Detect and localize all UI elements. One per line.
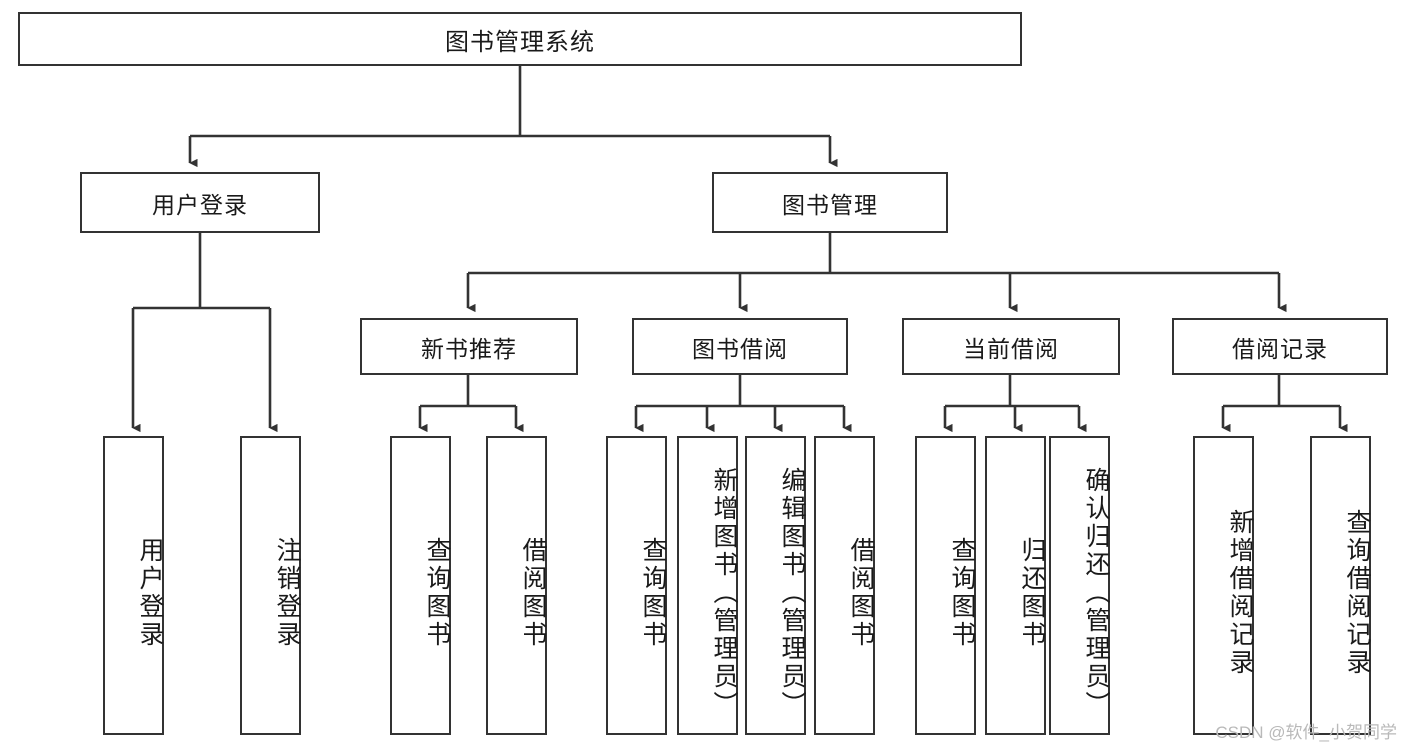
node-label: 借阅图书 bbox=[847, 536, 875, 649]
node-book-management[interactable]: 图书管理 bbox=[712, 172, 948, 233]
leaf-book-borrow-borrow[interactable]: 借阅图书 bbox=[814, 436, 875, 735]
node-label: 确认归还（管理员） bbox=[1082, 466, 1110, 719]
node-new-book-recommend[interactable]: 新书推荐 bbox=[360, 318, 578, 375]
node-label: 归还图书 bbox=[1018, 536, 1046, 649]
node-label: 编辑图书（管理员） bbox=[778, 466, 806, 719]
leaf-borrow-record-query[interactable]: 查询借阅记录 bbox=[1310, 436, 1371, 735]
node-label: 新书推荐 bbox=[421, 335, 517, 362]
leaf-book-borrow-add[interactable]: 新增图书（管理员） bbox=[677, 436, 738, 735]
node-label: 查询图书 bbox=[639, 536, 667, 649]
node-label: 注销登录 bbox=[273, 536, 301, 649]
node-label: 查询图书 bbox=[948, 536, 976, 649]
node-label: 当前借阅 bbox=[963, 335, 1059, 362]
leaf-book-borrow-edit[interactable]: 编辑图书（管理员） bbox=[745, 436, 806, 735]
node-book-borrow[interactable]: 图书借阅 bbox=[632, 318, 848, 375]
node-current-borrow[interactable]: 当前借阅 bbox=[902, 318, 1120, 375]
node-user-login[interactable]: 用户登录 bbox=[80, 172, 320, 233]
node-label: 新增图书（管理员） bbox=[710, 466, 738, 719]
node-label: 图书管理 bbox=[782, 191, 878, 218]
node-label: 用户登录 bbox=[136, 536, 164, 649]
node-label: 新增借阅记录 bbox=[1226, 508, 1254, 677]
leaf-current-borrow-query[interactable]: 查询图书 bbox=[915, 436, 976, 735]
node-label: 查询图书 bbox=[423, 536, 451, 649]
node-root-system[interactable]: 图书管理系统 bbox=[18, 12, 1022, 66]
node-label: 借阅图书 bbox=[519, 536, 547, 649]
node-label: 用户登录 bbox=[152, 191, 248, 218]
node-label: 图书管理系统 bbox=[445, 28, 595, 56]
leaf-borrow-record-add[interactable]: 新增借阅记录 bbox=[1193, 436, 1254, 735]
watermark-text: CSDN @软件_小贺同学 bbox=[1215, 723, 1397, 742]
leaf-user-login-signin[interactable]: 用户登录 bbox=[103, 436, 164, 735]
node-label: 借阅记录 bbox=[1232, 335, 1328, 362]
leaf-user-login-signout[interactable]: 注销登录 bbox=[240, 436, 301, 735]
leaf-new-book-query[interactable]: 查询图书 bbox=[390, 436, 451, 735]
leaf-current-borrow-confirm-return[interactable]: 确认归还（管理员） bbox=[1049, 436, 1110, 735]
node-label: 图书借阅 bbox=[692, 335, 788, 362]
node-borrow-record[interactable]: 借阅记录 bbox=[1172, 318, 1388, 375]
node-label: 查询借阅记录 bbox=[1343, 508, 1371, 677]
leaf-book-borrow-query[interactable]: 查询图书 bbox=[606, 436, 667, 735]
leaf-new-book-borrow[interactable]: 借阅图书 bbox=[486, 436, 547, 735]
leaf-current-borrow-return[interactable]: 归还图书 bbox=[985, 436, 1046, 735]
